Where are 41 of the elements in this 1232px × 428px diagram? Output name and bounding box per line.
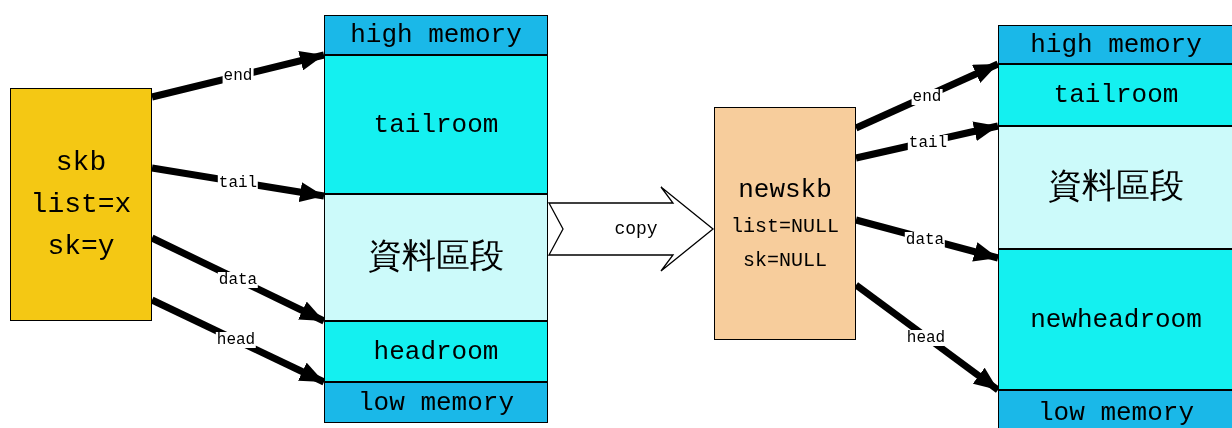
struct-box [10, 88, 152, 321]
memory-cell [998, 64, 1232, 126]
memory-cell [998, 126, 1232, 249]
memory-cell [998, 249, 1232, 390]
edge-label: end [222, 68, 254, 84]
edge-label: tail [907, 135, 949, 151]
memory-cell [324, 382, 548, 423]
cell-label: 資料區段 [368, 237, 504, 278]
memory-cell [324, 194, 548, 321]
arrow [150, 296, 326, 386]
cell-label: low memory [358, 386, 514, 419]
cell-label: newheadroom [1030, 303, 1202, 336]
field-text: newskb [738, 173, 832, 206]
field-text: sk=y [47, 229, 115, 264]
edge-label: head [215, 332, 257, 348]
struct-box [714, 107, 856, 340]
edge-label: data [904, 232, 946, 248]
memory-cell [324, 15, 548, 55]
field-text: list=x [30, 187, 132, 222]
cell-label: headroom [373, 335, 499, 368]
block-arrow [547, 186, 715, 272]
field-text: sk=NULL [743, 247, 827, 274]
edge-label: head [905, 330, 947, 346]
cell-label: tailroom [373, 108, 499, 141]
cell-label: high memory [350, 19, 522, 51]
cell-label: tailroom [1053, 79, 1179, 111]
edge-label: data [217, 272, 259, 288]
cell-label: high memory [1030, 28, 1202, 61]
field-text: list=NULL [731, 213, 839, 240]
edge-label: end [911, 89, 943, 105]
cell-label: low memory [1038, 396, 1194, 428]
cell-label: 資料區段 [1048, 167, 1184, 208]
arrow [150, 234, 326, 325]
field-text: skb [55, 145, 107, 180]
memory-cell [998, 25, 1232, 64]
edge-label: copy [613, 221, 659, 237]
edge-label: tail [217, 175, 259, 191]
memory-cell [998, 390, 1232, 428]
memory-cell [324, 321, 548, 382]
memory-cell [324, 55, 548, 194]
arrow [854, 60, 1000, 132]
